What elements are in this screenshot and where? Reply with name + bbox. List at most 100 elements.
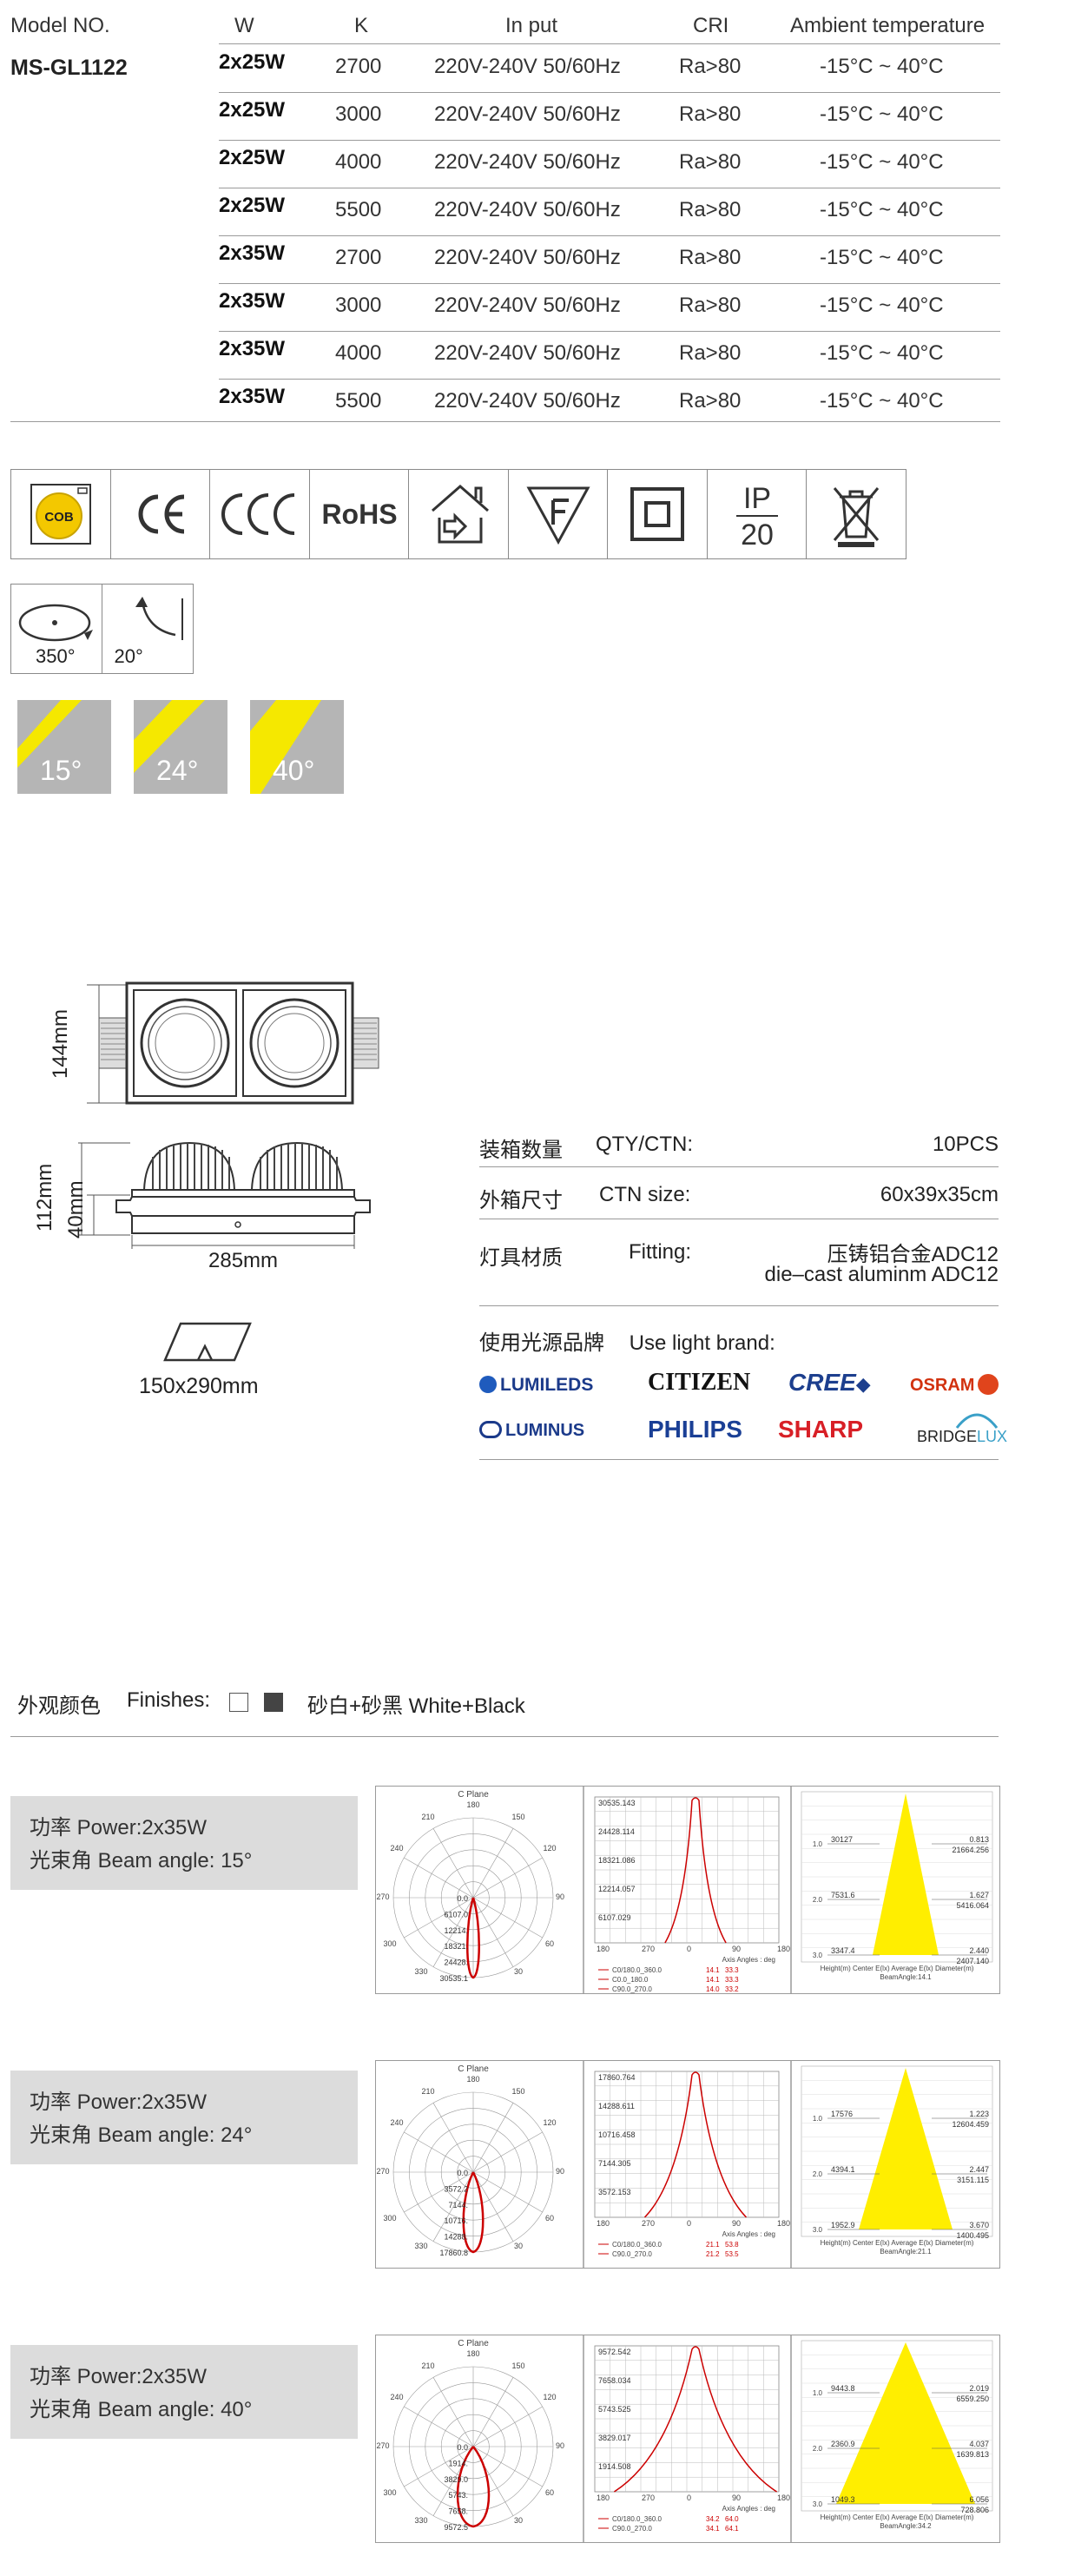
legend-name: C90.0_270.0 bbox=[612, 2525, 652, 2533]
polar-value-label: 7658. bbox=[448, 2507, 468, 2516]
cone-beam-angle: BeamAngle:21.1 bbox=[880, 2248, 932, 2256]
polar-diagram bbox=[392, 2091, 554, 2253]
finishes-row: 外观颜色 Finishes: 砂白+砂黑 White+Black bbox=[10, 1685, 999, 1737]
power-text: 功率 Power:2x35W bbox=[30, 1816, 208, 1840]
linear-axis-label: 180 bbox=[597, 1945, 610, 1953]
side-height-dimension: 112mm bbox=[33, 1163, 56, 1232]
cone-diameter: 6.056 bbox=[969, 2495, 989, 2504]
polar-value-label: 0.0 bbox=[457, 2443, 468, 2452]
rotation-tilt-label: 20° bbox=[114, 645, 143, 667]
side-depth-dimension: 40mm bbox=[64, 1180, 88, 1238]
spec-cell-temp: -15°C ~ 40°C bbox=[820, 389, 944, 413]
spec-cell-k: 2700 bbox=[335, 55, 382, 78]
spec-cell-temp: -15°C ~ 40°C bbox=[820, 246, 944, 269]
spec-cell-cri: Ra>80 bbox=[679, 102, 742, 126]
beam-text: 光束角 Beam angle: 40° bbox=[30, 2398, 253, 2421]
width-dimension: 285mm bbox=[208, 1249, 279, 1272]
polar-angle-label: 90 bbox=[556, 2167, 564, 2176]
polar-angle-label: 300 bbox=[383, 1939, 396, 1948]
cone-center-lux: 30127 bbox=[831, 1835, 853, 1844]
photometric-charts: C Plane1801501209060302102402703003300.0… bbox=[376, 1787, 993, 1993]
linear-axis-label: 270 bbox=[642, 2493, 655, 2502]
spec-cell-k: 3000 bbox=[335, 294, 382, 317]
polar-angle-label: 240 bbox=[390, 2393, 403, 2401]
cone-diameter: 1.627 bbox=[969, 1891, 989, 1899]
power-text: 功率 Power:2x35W bbox=[30, 2091, 208, 2114]
model-number: MS-GL1122 bbox=[10, 56, 128, 80]
linear-axis-caption: Axis Angles : deg bbox=[722, 2230, 775, 2238]
legend-name: C0/180.0_360.0 bbox=[612, 2241, 662, 2249]
qty-label-cn: 装箱数量 bbox=[479, 1139, 563, 1162]
legend-value: 64.0 bbox=[725, 2515, 739, 2523]
polar-title: C Plane bbox=[458, 2339, 489, 2348]
linear-diagram bbox=[594, 2071, 780, 2218]
polar-angle-label: 210 bbox=[421, 2361, 434, 2370]
linear-value-label: 12214.057 bbox=[598, 1885, 636, 1893]
linear-curve bbox=[664, 1797, 727, 1944]
linear-axis-label: 0 bbox=[687, 2219, 691, 2228]
legend-value: 53.5 bbox=[725, 2250, 739, 2258]
polar-angle-label: 180 bbox=[466, 1800, 479, 1809]
polar-angle-label: 270 bbox=[376, 2167, 389, 2176]
cone-average-lux: 6559.250 bbox=[956, 2394, 989, 2403]
spec-cell-k: 4000 bbox=[335, 341, 382, 365]
rotation-horizontal-label: 350° bbox=[36, 645, 76, 667]
cone-average-lux: 3151.115 bbox=[957, 2176, 989, 2184]
brand-lumileds: LUMILEDS bbox=[479, 1375, 593, 1396]
polar-angle-label: 60 bbox=[545, 2214, 554, 2223]
size-label-en: CTN size: bbox=[599, 1183, 691, 1206]
cutout-icon bbox=[163, 1322, 252, 1362]
spec-cell-w: 2x35W bbox=[219, 289, 286, 313]
linear-value-label: 18321.086 bbox=[598, 1856, 636, 1865]
spec-cell-k: 2700 bbox=[335, 246, 382, 269]
finish-label-cn: 外观颜色 bbox=[17, 1694, 101, 1718]
polar-angle-label: 60 bbox=[545, 1939, 554, 1948]
lumileds-logo-icon bbox=[479, 1376, 497, 1393]
rohs-label: RoHS bbox=[321, 499, 397, 530]
header-w: W bbox=[234, 14, 254, 37]
cone-shape bbox=[859, 2068, 953, 2229]
header-temp: Ambient temperature bbox=[790, 14, 986, 37]
polar-angle-label: 210 bbox=[421, 2087, 434, 2096]
power-text: 功率 Power:2x35W bbox=[30, 2365, 208, 2388]
polar-angle-label: 120 bbox=[543, 2118, 556, 2127]
spec-cell-input: 220V-240V 50/60Hz bbox=[434, 198, 621, 221]
polar-value-label: 5743. bbox=[448, 2491, 468, 2500]
polar-value-label: 12214. bbox=[444, 1926, 468, 1935]
polar-angle-label: 240 bbox=[390, 2118, 403, 2127]
polar-angle-label: 270 bbox=[376, 2441, 389, 2450]
polar-angle-label: 30 bbox=[514, 2516, 523, 2525]
rotate-horizontal-icon bbox=[18, 604, 93, 642]
linear-axis-label: 90 bbox=[732, 2219, 741, 2228]
beam-15-label: 15° bbox=[40, 755, 82, 786]
qty-value: 10PCS bbox=[932, 1133, 999, 1156]
spec-cell-temp: -15°C ~ 40°C bbox=[820, 294, 944, 317]
cone-height: 3.0 bbox=[813, 2500, 823, 2508]
beam-40-icon bbox=[250, 700, 321, 794]
cone-height: 1.0 bbox=[813, 2115, 823, 2123]
polar-angle-label: 60 bbox=[545, 2488, 554, 2497]
beam-15-icon bbox=[17, 700, 82, 768]
polar-curve bbox=[466, 1897, 480, 1979]
cone-beam-angle: BeamAngle:14.1 bbox=[880, 1973, 932, 1981]
packing-size-row: 外箱尺寸 CTN size: 60x39x35cm bbox=[479, 1167, 999, 1219]
legend-name: C90.0_270.0 bbox=[612, 1985, 652, 1993]
polar-value-label: 3829.0 bbox=[444, 2475, 468, 2484]
size-value: 60x39x35cm bbox=[880, 1183, 999, 1206]
polar-angle-label: 330 bbox=[414, 1967, 427, 1976]
spec-cell-w: 2x35W bbox=[219, 241, 286, 265]
material-value-en: die–cast aluminm ADC12 bbox=[764, 1263, 999, 1286]
f-mark-icon bbox=[507, 469, 609, 559]
tilt-rotation: 20° bbox=[101, 584, 194, 674]
polar-angle-label: 240 bbox=[390, 1844, 403, 1853]
linear-diagram bbox=[594, 2345, 780, 2493]
legend-name: C90.0_270.0 bbox=[612, 2250, 652, 2258]
brand-luminus: LUMINUS bbox=[479, 1421, 584, 1441]
linear-axis-label: 180 bbox=[777, 1945, 790, 1953]
